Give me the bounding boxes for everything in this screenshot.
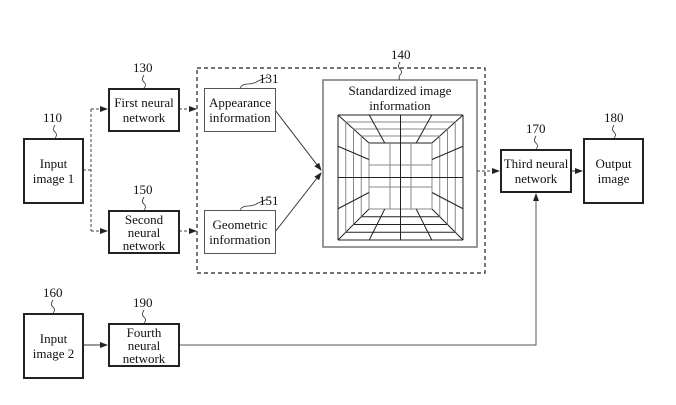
edge-nn4-nn3 (179, 193, 539, 346)
input-image-1-box: Input image 1 (23, 138, 84, 204)
ref-131: 131 (259, 71, 279, 86)
grid-converge (431, 192, 464, 210)
ref-150: 150 (133, 182, 153, 197)
grid-converge (337, 192, 370, 210)
second-neural-network-box: Second neural network (108, 210, 180, 254)
ref-190: 190 (133, 295, 153, 310)
geometric-information-box: Geometric information (204, 210, 276, 254)
appearance-information-box: Appearance information (204, 88, 276, 132)
first-neural-network-box: First neural network (108, 88, 180, 132)
edge-appearance-standardized (274, 109, 322, 171)
ref-leaders (51, 61, 616, 324)
output-image-label: Output image (595, 156, 632, 186)
ref-180: 180 (604, 110, 624, 125)
fourth-neural-network-box: Fourth neural network (108, 323, 180, 367)
fourth-neural-network-label: Fourth neural network (122, 324, 166, 366)
input-image-1-label: Input image 1 (32, 156, 75, 186)
ref-110: 110 (43, 110, 63, 125)
ref-130: 130 (133, 60, 153, 75)
grid-converge (337, 145, 370, 160)
grid-converge (415, 208, 433, 241)
edge-geometric-standardized (274, 172, 322, 233)
grid-converge (415, 114, 433, 144)
ref-140: 140 (391, 47, 411, 62)
third-neural-network-box: Third neural network (500, 149, 572, 193)
grid-converge (431, 145, 464, 160)
ref-151: 151 (259, 193, 279, 208)
input-image-2-label: Input image 2 (32, 331, 75, 361)
standardized-image-information-label: Standardized image information (348, 83, 452, 113)
third-neural-network-label: Third neural network (503, 156, 569, 186)
group-boundary (196, 67, 486, 274)
ref-170: 170 (526, 121, 546, 136)
appearance-information-label: Appearance information (208, 95, 272, 125)
perspective-grid-illustration (337, 114, 464, 241)
second-neural-network-label: Second neural network (122, 211, 166, 253)
grid-converge (368, 114, 386, 144)
first-neural-network-label: First neural network (114, 95, 174, 125)
geometric-information-label: Geometric information (209, 217, 271, 247)
input-image-2-box: Input image 2 (23, 313, 84, 379)
output-image-box: Output image (583, 138, 644, 204)
edge-input1-branch (83, 106, 108, 234)
grid-converge (368, 208, 386, 241)
ref-160: 160 (43, 285, 63, 300)
